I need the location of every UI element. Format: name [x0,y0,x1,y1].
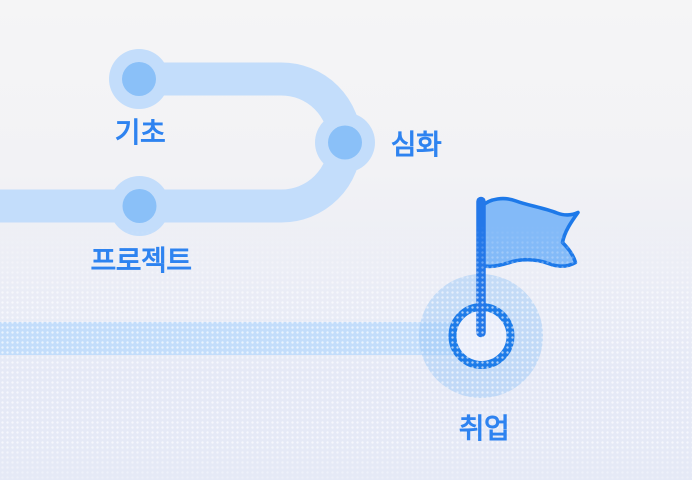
stage-label-project: 프로젝트 [90,244,192,276]
stage-label-advanced: 심화 [390,128,442,160]
node-basics [109,49,169,109]
node-project-inner [122,189,157,223]
node-project [109,176,170,236]
track-upper [0,62,362,223]
node-advanced [315,112,375,173]
node-basics-inner [122,62,156,96]
flag-cloth [480,196,580,269]
goal-flag-icon [419,196,580,398]
stage-label-basics: 기초 [114,116,166,148]
stage-label-employment: 취업 [458,413,510,444]
node-advanced-inner [328,125,362,160]
